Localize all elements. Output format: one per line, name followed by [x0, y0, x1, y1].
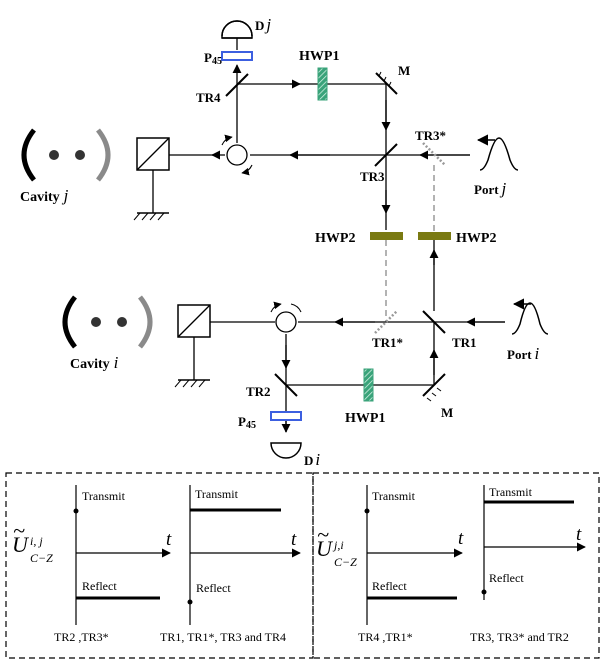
cavity-j-atom-2 — [75, 150, 85, 160]
caption-right-1: TR4 ,TR1* — [358, 630, 413, 644]
operator-left: U — [12, 532, 30, 557]
label-tr2: TR2 — [246, 384, 271, 399]
panel-left: U ~ i, j C−Z t Transmit Reflect TR2 ,TR3… — [12, 485, 301, 644]
label-m-bottom: M — [441, 405, 453, 420]
label-tr3-star: TR3* — [415, 128, 446, 143]
cavity-j-left-mirror — [21, 128, 37, 182]
polarizer-p45-bottom — [270, 411, 302, 421]
transmit-right-1: Transmit — [372, 489, 416, 503]
cavity-i-left-mirror — [62, 295, 78, 349]
label-tr4: TR4 — [196, 90, 221, 105]
transmit-right-2: Transmit — [489, 485, 533, 499]
svg-text:t: t — [291, 529, 297, 550]
label-hwp2-right: HWP2 — [456, 231, 496, 246]
hwp1-bottom — [363, 368, 374, 402]
label-hwp1-bottom: HWP1 — [345, 411, 385, 426]
label-tr3: TR3 — [360, 169, 385, 184]
operator-right-sup: j,i — [332, 538, 344, 552]
svg-text:~: ~ — [13, 518, 25, 543]
panel-right: U ~ j,i C−Z t Transmit Reflect TR4 ,TR1*… — [316, 485, 586, 644]
hwp2-right — [418, 232, 451, 240]
operator-right: U — [316, 536, 334, 561]
splitter-tr1 — [422, 310, 446, 334]
cavity-i-atom-1 — [91, 317, 101, 327]
reflect-right-2: Reflect — [489, 571, 524, 585]
splitter-tr1-star — [374, 310, 398, 334]
splitter-tr4 — [225, 73, 249, 97]
detector-di — [270, 442, 302, 459]
panel-right-border — [312, 472, 600, 659]
transmit-left-1: Transmit — [82, 489, 126, 503]
label-p45-bottom: P45 — [238, 414, 256, 431]
polarizer-p45-top — [221, 51, 253, 61]
label-tr1-star: TR1* — [372, 335, 403, 350]
cavity-j-atom-1 — [49, 150, 59, 160]
splitter-tr2 — [274, 373, 298, 397]
svg-text:t: t — [576, 524, 582, 545]
splitter-tr3-star — [422, 142, 446, 166]
detector-dj — [221, 20, 253, 39]
pulse-port-j — [479, 137, 519, 171]
hwp2-left — [370, 232, 403, 240]
caption-left-1: TR2 ,TR3* — [54, 630, 109, 644]
cavity-i-atom-2 — [117, 317, 127, 327]
panel-left-border — [5, 472, 314, 659]
circulator-i — [275, 311, 297, 333]
svg-text:t: t — [166, 529, 172, 550]
label-p45-top: P45 — [204, 50, 222, 67]
svg-text:t: t — [458, 528, 464, 549]
reflect-left-1: Reflect — [82, 579, 117, 593]
mirror-m-bottom — [422, 373, 446, 397]
label-hwp1-top: HWP1 — [299, 49, 339, 64]
mirror-m-top — [375, 72, 398, 95]
operator-left-sup: i, j — [30, 534, 43, 548]
caption-left-2: TR1, TR1*, TR3 and TR4 — [160, 630, 286, 644]
cavity-j-right-mirror — [95, 128, 111, 182]
caption-right-2: TR3, TR3* and TR2 — [470, 630, 569, 644]
cavity-i-right-mirror — [137, 295, 153, 349]
pulse-port-i — [511, 302, 549, 335]
hwp1-top — [317, 67, 328, 101]
transmit-left-2: Transmit — [195, 487, 239, 501]
svg-text:~: ~ — [317, 522, 329, 547]
label-hwp2-left: HWP2 — [315, 231, 355, 246]
operator-right-sub: C−Z — [334, 555, 357, 569]
label-m-top: M — [398, 63, 410, 78]
reflect-right-1: Reflect — [372, 579, 407, 593]
splitter-tr3 — [374, 143, 398, 167]
operator-left-sub: C−Z — [30, 551, 53, 565]
reflect-left-2: Reflect — [196, 581, 231, 595]
circulator-j — [226, 144, 248, 166]
label-tr1: TR1 — [452, 335, 477, 350]
